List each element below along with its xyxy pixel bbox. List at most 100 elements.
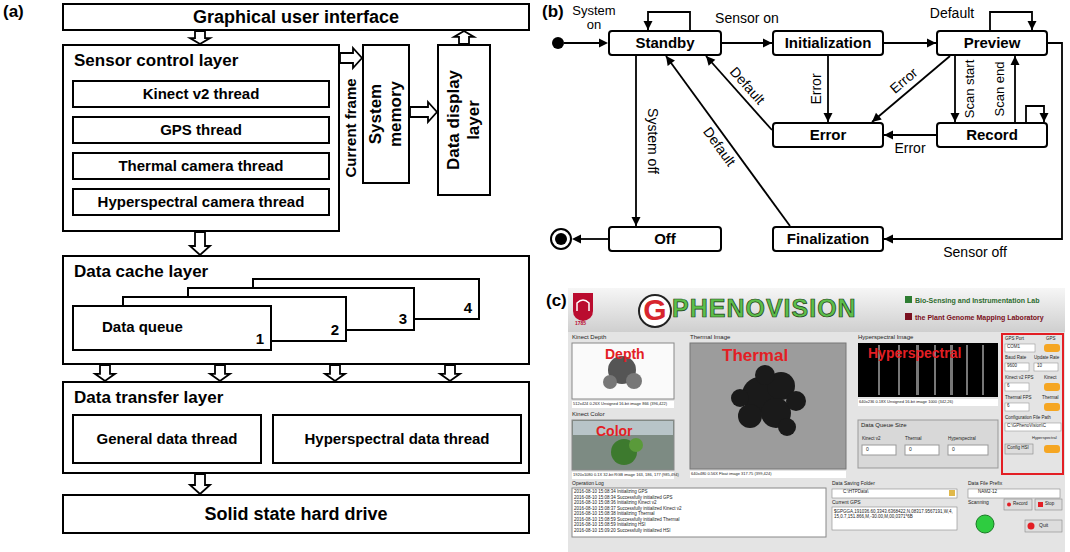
color-image: [572, 420, 674, 470]
gui-text: 2016-08-10 15:09:20 Successfully initial…: [574, 529, 671, 534]
button: [1005, 444, 1033, 454]
thermal-image: [690, 343, 846, 469]
panel-letter: (a): [3, 3, 24, 22]
gui-text: Bio-Sensing and Instrumentation Lab: [915, 297, 1039, 305]
node-text: Hyperspectral camera thread: [98, 193, 305, 210]
gui-text: 9600: [1007, 364, 1017, 369]
start-dot: [552, 37, 564, 49]
block-arrow-shape: [95, 365, 115, 381]
state-box: Standby: [608, 30, 722, 56]
connector-line: [872, 56, 950, 122]
gui-text: Depth: [605, 347, 645, 362]
gui-text: COM1: [1007, 345, 1020, 350]
plant: [629, 438, 643, 452]
display-box: Data display layer: [437, 44, 491, 196]
plant: [778, 418, 796, 436]
scanning-led: [976, 515, 994, 533]
queue-panel: [858, 420, 998, 468]
arrow-head: [1028, 21, 1037, 30]
arrow-head: [951, 113, 960, 122]
lab-icon: [905, 296, 912, 303]
arrow-head: [872, 113, 882, 122]
node-text: 1: [256, 330, 264, 347]
block-arrow: [454, 31, 474, 44]
field: [1005, 344, 1035, 352]
gui-text: the Plant Genome Mapping Laboratory: [915, 314, 1044, 322]
node-text: General data thread: [97, 430, 238, 447]
arrow-head: [666, 56, 675, 66]
plant: [731, 389, 749, 407]
gui-text: Config HSI: [1007, 446, 1029, 451]
arrow-head: [572, 235, 581, 244]
gui-text: 2016-08-10 15:08:59 Initializing HSI: [574, 523, 646, 528]
gui-text: 0: [866, 447, 869, 453]
status-field: [690, 471, 846, 478]
depth-image: [572, 343, 674, 399]
connector-line: [635, 56, 637, 226]
button: [1035, 499, 1062, 510]
gui-text: 6: [1007, 384, 1010, 389]
node-text: Data queue: [102, 318, 183, 335]
status-field: [572, 401, 674, 408]
layer-box: Graphical user interface: [62, 3, 530, 31]
node-text: Sensor control layer: [74, 51, 238, 71]
field: [862, 445, 896, 455]
gui-text: Thermal: [905, 437, 922, 442]
edge-label: Error: [809, 71, 824, 106]
field: [968, 489, 1060, 498]
toggle: [1044, 403, 1060, 411]
gui-text: Kinect v2: [862, 437, 881, 442]
plant: [786, 391, 806, 411]
arrow-head: [1040, 113, 1049, 122]
block-arrow-shape: [410, 102, 437, 122]
thread-box: Kinect v2 thread: [72, 80, 330, 108]
connector-line: [1014, 56, 1016, 122]
gui-text: 2016-08-10 15:08:36 Initializing Kinect …: [574, 501, 657, 506]
edge-label: Error: [886, 63, 923, 97]
transition-arrow: [1026, 106, 1049, 122]
uga-shield: [573, 293, 593, 321]
gui-text: 2016-08-10 15:08:59 Successfully initial…: [574, 518, 679, 523]
arrow-head: [1011, 56, 1020, 65]
gui-text: Thermal Image: [690, 334, 730, 341]
gui-text: 1920x1080 0.1X 32-bit RGB image 163, 186…: [573, 473, 679, 477]
node-text: Hyperspectral data thread: [304, 430, 489, 447]
gui-text: 2016-08-10 15:08:37 Successfully initial…: [574, 507, 682, 512]
panel-letter: (b): [542, 3, 564, 22]
node-text: Data cache layer: [74, 262, 208, 282]
node-text: System memory: [366, 51, 405, 177]
node-text: Data transfer layer: [74, 388, 223, 408]
line: [966, 345, 968, 395]
gui-text: Color: [596, 424, 633, 439]
plant-cluster: [731, 365, 806, 436]
memory-box: System memory: [362, 44, 410, 184]
edge-label: Sensor off: [941, 245, 1009, 260]
field: [1005, 423, 1061, 431]
state-box: Finalization: [772, 226, 884, 252]
toggle: [1044, 383, 1060, 391]
node-text: Finalization: [787, 230, 870, 247]
block-arrow: [95, 365, 115, 381]
block-arrow: [210, 365, 230, 381]
thread-box: Hyperspectral camera thread: [72, 188, 330, 216]
field: [948, 445, 988, 455]
block-arrow-shape: [454, 31, 474, 44]
gui-text: Operation Log: [572, 481, 604, 487]
block-arrow: [340, 48, 362, 68]
end-line: [580, 238, 608, 240]
gui-banner: [568, 288, 1065, 332]
gui-text: Hyperspectral: [948, 437, 976, 442]
status-field: [858, 399, 998, 406]
transition-arrow: [824, 56, 833, 122]
gui-text: NAM2-12: [978, 490, 997, 495]
button: [1004, 499, 1032, 510]
block-arrow-shape: [190, 232, 210, 255]
button: [1025, 520, 1062, 532]
gui-text: Record: [1013, 502, 1028, 507]
transition-arrow: [990, 12, 1037, 30]
connector-line: [827, 56, 829, 122]
block-arrow-shape: [190, 31, 210, 44]
thread-box: Hyperspectral data thread: [272, 414, 522, 464]
end-dot: [555, 233, 567, 245]
state-box: Error: [772, 122, 884, 148]
